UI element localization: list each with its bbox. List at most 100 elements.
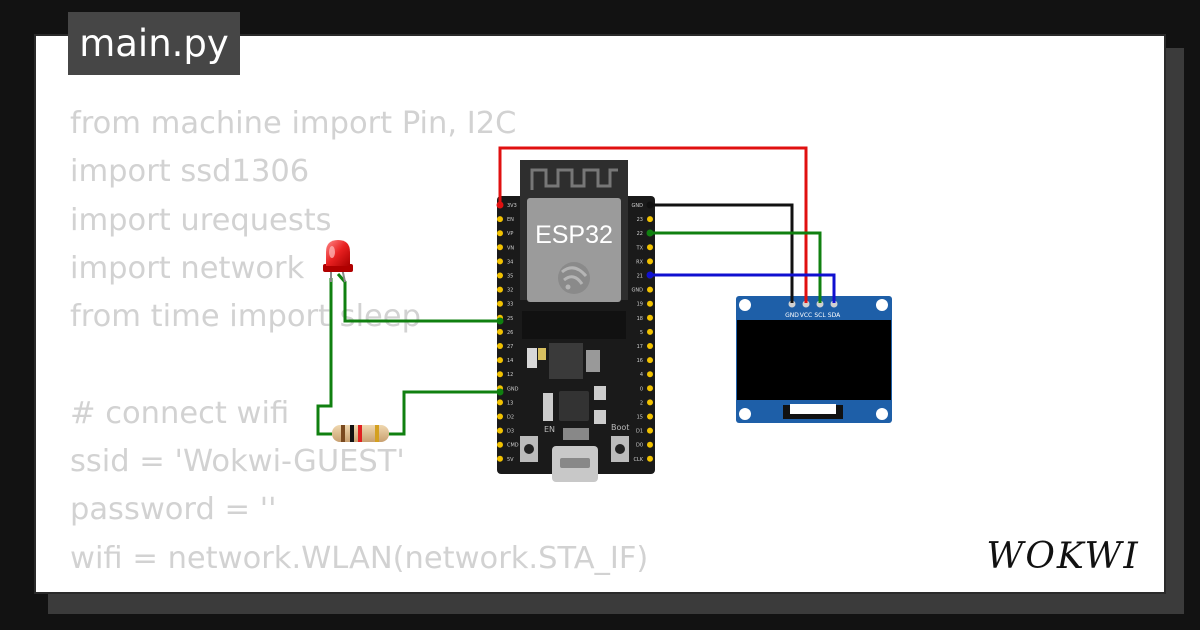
code-line: ssid = 'Wokwi-GUEST' [70, 444, 405, 480]
code-line: from time import sleep [70, 299, 421, 335]
wire-21-sda [650, 273, 836, 303]
code-line: # connect wifi [70, 395, 290, 431]
pin-33[interactable] [497, 300, 503, 307]
wire-endpoints [496, 201, 654, 396]
pin-label: 13 [507, 400, 513, 406]
espressif-logo-icon [558, 262, 590, 294]
pin-d0[interactable] [647, 441, 653, 448]
pin-label: 35 [507, 274, 513, 280]
code-line: import network [70, 250, 305, 286]
antenna-icon [530, 168, 618, 190]
pin-clk[interactable] [647, 455, 653, 462]
oled-pin-gnd[interactable] [788, 300, 796, 308]
code-line: password = '' [70, 492, 277, 528]
oled-screen [737, 320, 891, 400]
pin-19[interactable] [647, 300, 653, 307]
oled-pin-vcc[interactable] [802, 300, 810, 308]
pin-label: D3 [507, 429, 514, 435]
pin-label: 19 [637, 302, 643, 308]
pin-label: 22 [637, 231, 643, 237]
pin-15[interactable] [647, 413, 653, 420]
pin-label: D2 [507, 415, 514, 421]
pin-label: 12 [507, 372, 513, 378]
pin-en[interactable] [497, 216, 503, 223]
en-button-label: EN [544, 425, 555, 434]
pin-label: 5V [507, 457, 514, 463]
wire-led-resistor [316, 278, 333, 436]
pin-12[interactable] [497, 371, 503, 378]
pin-rx[interactable] [647, 258, 653, 265]
pin-label: GND [507, 386, 519, 392]
pin-d3[interactable] [497, 427, 503, 434]
pin-5[interactable] [647, 328, 653, 335]
pin-18[interactable] [647, 314, 653, 321]
pin-label: 25 [507, 316, 513, 322]
wire-22-scl [650, 231, 822, 303]
pin-label: 0 [640, 386, 643, 392]
pin-d1[interactable] [647, 427, 653, 434]
pin-label: 2 [640, 400, 643, 406]
pin-26[interactable] [497, 328, 503, 335]
oled-pin-label: SDA [828, 312, 841, 319]
code-line: wifi.active(True) [70, 587, 314, 592]
svg-text:WOKWI: WOKWI [986, 536, 1139, 577]
pin-label: D0 [636, 443, 643, 449]
board-components [527, 343, 606, 440]
pin-27[interactable] [497, 343, 503, 349]
boot-button-label: Boot [611, 423, 629, 432]
pin-label: 5 [640, 330, 643, 336]
pin-2[interactable] [647, 399, 653, 406]
pin-label: GND [632, 288, 644, 294]
pin-tx[interactable] [647, 244, 653, 251]
oled-pin-sda[interactable] [830, 300, 838, 308]
pin-label: 14 [507, 358, 513, 364]
wire-resistor-gnd [388, 390, 500, 436]
pin-4[interactable] [647, 371, 653, 378]
oled-pin-scl[interactable] [816, 300, 824, 308]
pin-gnd[interactable] [647, 286, 653, 293]
pin-label: 34 [507, 259, 513, 265]
pin-label: CMD [507, 443, 519, 449]
pin-label: 32 [507, 288, 513, 294]
pin-label: GND [632, 203, 644, 209]
pin-16[interactable] [647, 357, 653, 364]
pin-14[interactable] [497, 357, 503, 364]
left-pin-header: 3V3ENVPVN343532332526271412GND13D2D3CMD5… [497, 202, 519, 463]
pin-label: VP [507, 231, 513, 237]
pin-label: 16 [637, 358, 643, 364]
pin-35[interactable] [497, 272, 503, 279]
pin-label: TX [636, 245, 644, 251]
resistor-icon[interactable] [332, 425, 389, 442]
pin-5v[interactable] [497, 455, 503, 462]
pin-23[interactable] [647, 216, 653, 223]
pin-13[interactable] [497, 399, 503, 406]
pin-32[interactable] [497, 286, 503, 293]
wire-25-led [336, 273, 500, 323]
wire-gnd-gnd [650, 203, 794, 303]
wokwi-logo: WOKWI [986, 536, 1139, 577]
pin-label: RX [636, 259, 643, 265]
pin-17[interactable] [647, 343, 653, 349]
pin-label: VN [507, 245, 514, 251]
code-line: wifi = network.WLAN(network.STA_IF) [70, 540, 649, 576]
file-tab-main-py[interactable]: main.py [68, 12, 240, 75]
pin-label: EN [507, 217, 514, 223]
pin-vp[interactable] [497, 230, 503, 237]
pin-label: 3V3 [507, 203, 517, 209]
pin-0[interactable] [647, 385, 653, 392]
wires [316, 146, 836, 436]
pin-d2[interactable] [497, 413, 503, 420]
pin-34[interactable] [497, 258, 503, 265]
red-led-icon[interactable] [323, 240, 353, 283]
pin-label: 17 [637, 344, 643, 350]
pin-vn[interactable] [497, 244, 503, 251]
oled-pin-label: GND [785, 312, 799, 319]
pin-label: 23 [637, 217, 643, 223]
code-line: from machine import Pin, I2C [70, 106, 517, 141]
pin-cmd[interactable] [497, 441, 503, 448]
pin-label: CLK [633, 457, 643, 463]
code-line: import urequests [70, 202, 332, 238]
esp32-board[interactable]: ESP32 EN Boot 3V3ENVPVN34353233252627141… [497, 160, 655, 482]
